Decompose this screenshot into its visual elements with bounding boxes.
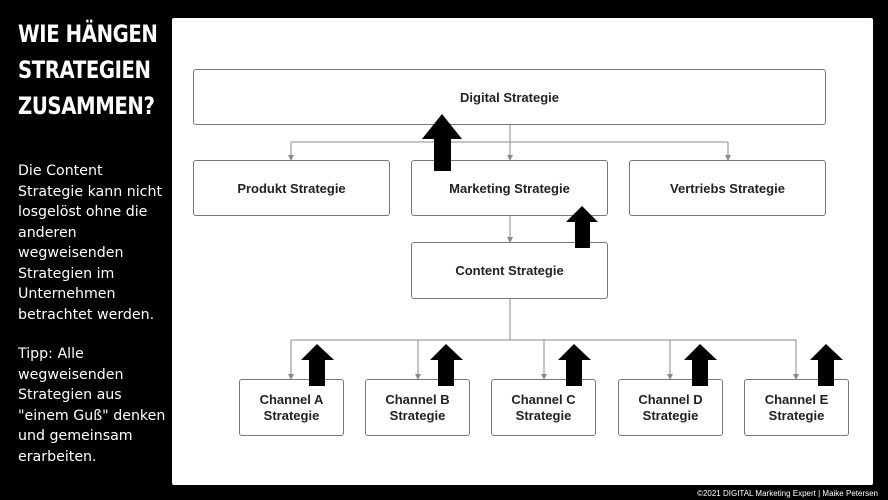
box-label: Channel E [764,391,829,407]
box-label: Channel A [259,391,324,407]
tip-paragraph: Tipp: Alle wegweisenden Strategien aus "… [18,344,168,467]
vertriebs-strategie-box: Vertriebs Strategie [629,160,826,216]
paragraph-line: erarbeiten. [18,448,97,465]
digital-strategie-box: Digital Strategie [193,69,826,125]
box-label: Vertriebs Strategie [670,180,785,196]
headline-line: WIE HÄNGEN [18,20,158,48]
box-label: Strategie [263,407,320,423]
headline-line: ZUSAMMEN? [18,92,155,120]
marketing-strategie-box: Marketing Strategie [411,160,608,216]
box-label: Channel B [385,391,450,407]
box-label: Strategie [642,407,699,423]
box-label: Strategie [515,407,572,423]
paragraph-line: wegweisenden [18,245,124,261]
box-label: Marketing Strategie [449,180,570,196]
paragraph-line: betrachtet werden. [18,306,155,323]
headline: WIE HÄNGEN STRATEGIEN ZUSAMMEN? [18,16,158,124]
intro-paragraph: Die Content Strategie kann nicht losgelö… [18,161,168,325]
box-label: Strategie [389,407,446,423]
produkt-strategie-box: Produkt Strategie [193,160,390,216]
box-label: Strategie [768,407,825,423]
box-label: Produkt Strategie [237,180,346,196]
paragraph-line: Strategie kann nicht [18,183,163,200]
paragraph-line: wegweisenden [18,366,124,383]
box-label: Content Strategie [455,263,564,278]
paragraph-line: Tipp: Alle [18,346,84,362]
paragraph-line: und gemeinsam [18,428,133,444]
paragraph-line: anderen [18,224,77,241]
connector-lines [288,125,799,380]
paragraph-line: "einem Guß" denken [18,407,166,424]
copyright-footer: ©2021 DIGITAL Marketing Expert | Maike P… [697,489,878,498]
paragraph-line: Unternehmen [18,286,116,302]
paragraph-line: Strategien aus [18,387,122,403]
box-label: Channel C [511,391,576,407]
box-label: Digital Strategie [460,89,559,105]
paragraph-line: losgelöst ohne die [18,204,148,220]
paragraph-line: Die Content [18,163,103,179]
paragraph-line: Strategien im [18,265,115,282]
diagram-canvas: Digital Strategie Produkt Strategie Mark… [172,18,873,485]
sidebar: WIE HÄNGEN STRATEGIEN ZUSAMMEN? Die Cont… [0,0,170,500]
headline-line: STRATEGIEN [18,56,151,84]
content-strategie-box: Content Strategie [411,242,608,299]
box-label: Channel D [638,391,703,407]
